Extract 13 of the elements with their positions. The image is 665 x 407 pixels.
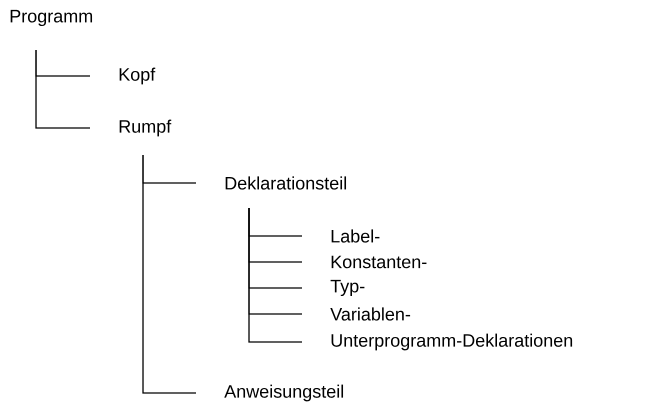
tree-connector (142, 155, 196, 394)
tree-connector (35, 50, 90, 129)
tree-connector (248, 208, 302, 343)
tree-label: Programm (10, 10, 92, 26)
tree-label: Kopf (120, 68, 156, 84)
tree-label: Anweisungsteil (224, 384, 344, 402)
tree-label: Konstanten- (332, 256, 426, 268)
tree-label: Typ- (330, 280, 364, 296)
tree-label: Unterprogramm-Deklarationen (332, 334, 572, 350)
tree-label: Variablen- (330, 307, 410, 321)
tree-label: Label- (332, 229, 380, 243)
tree-label: Deklarationsteil (226, 176, 346, 190)
tree-label: Rumpf (120, 120, 172, 136)
